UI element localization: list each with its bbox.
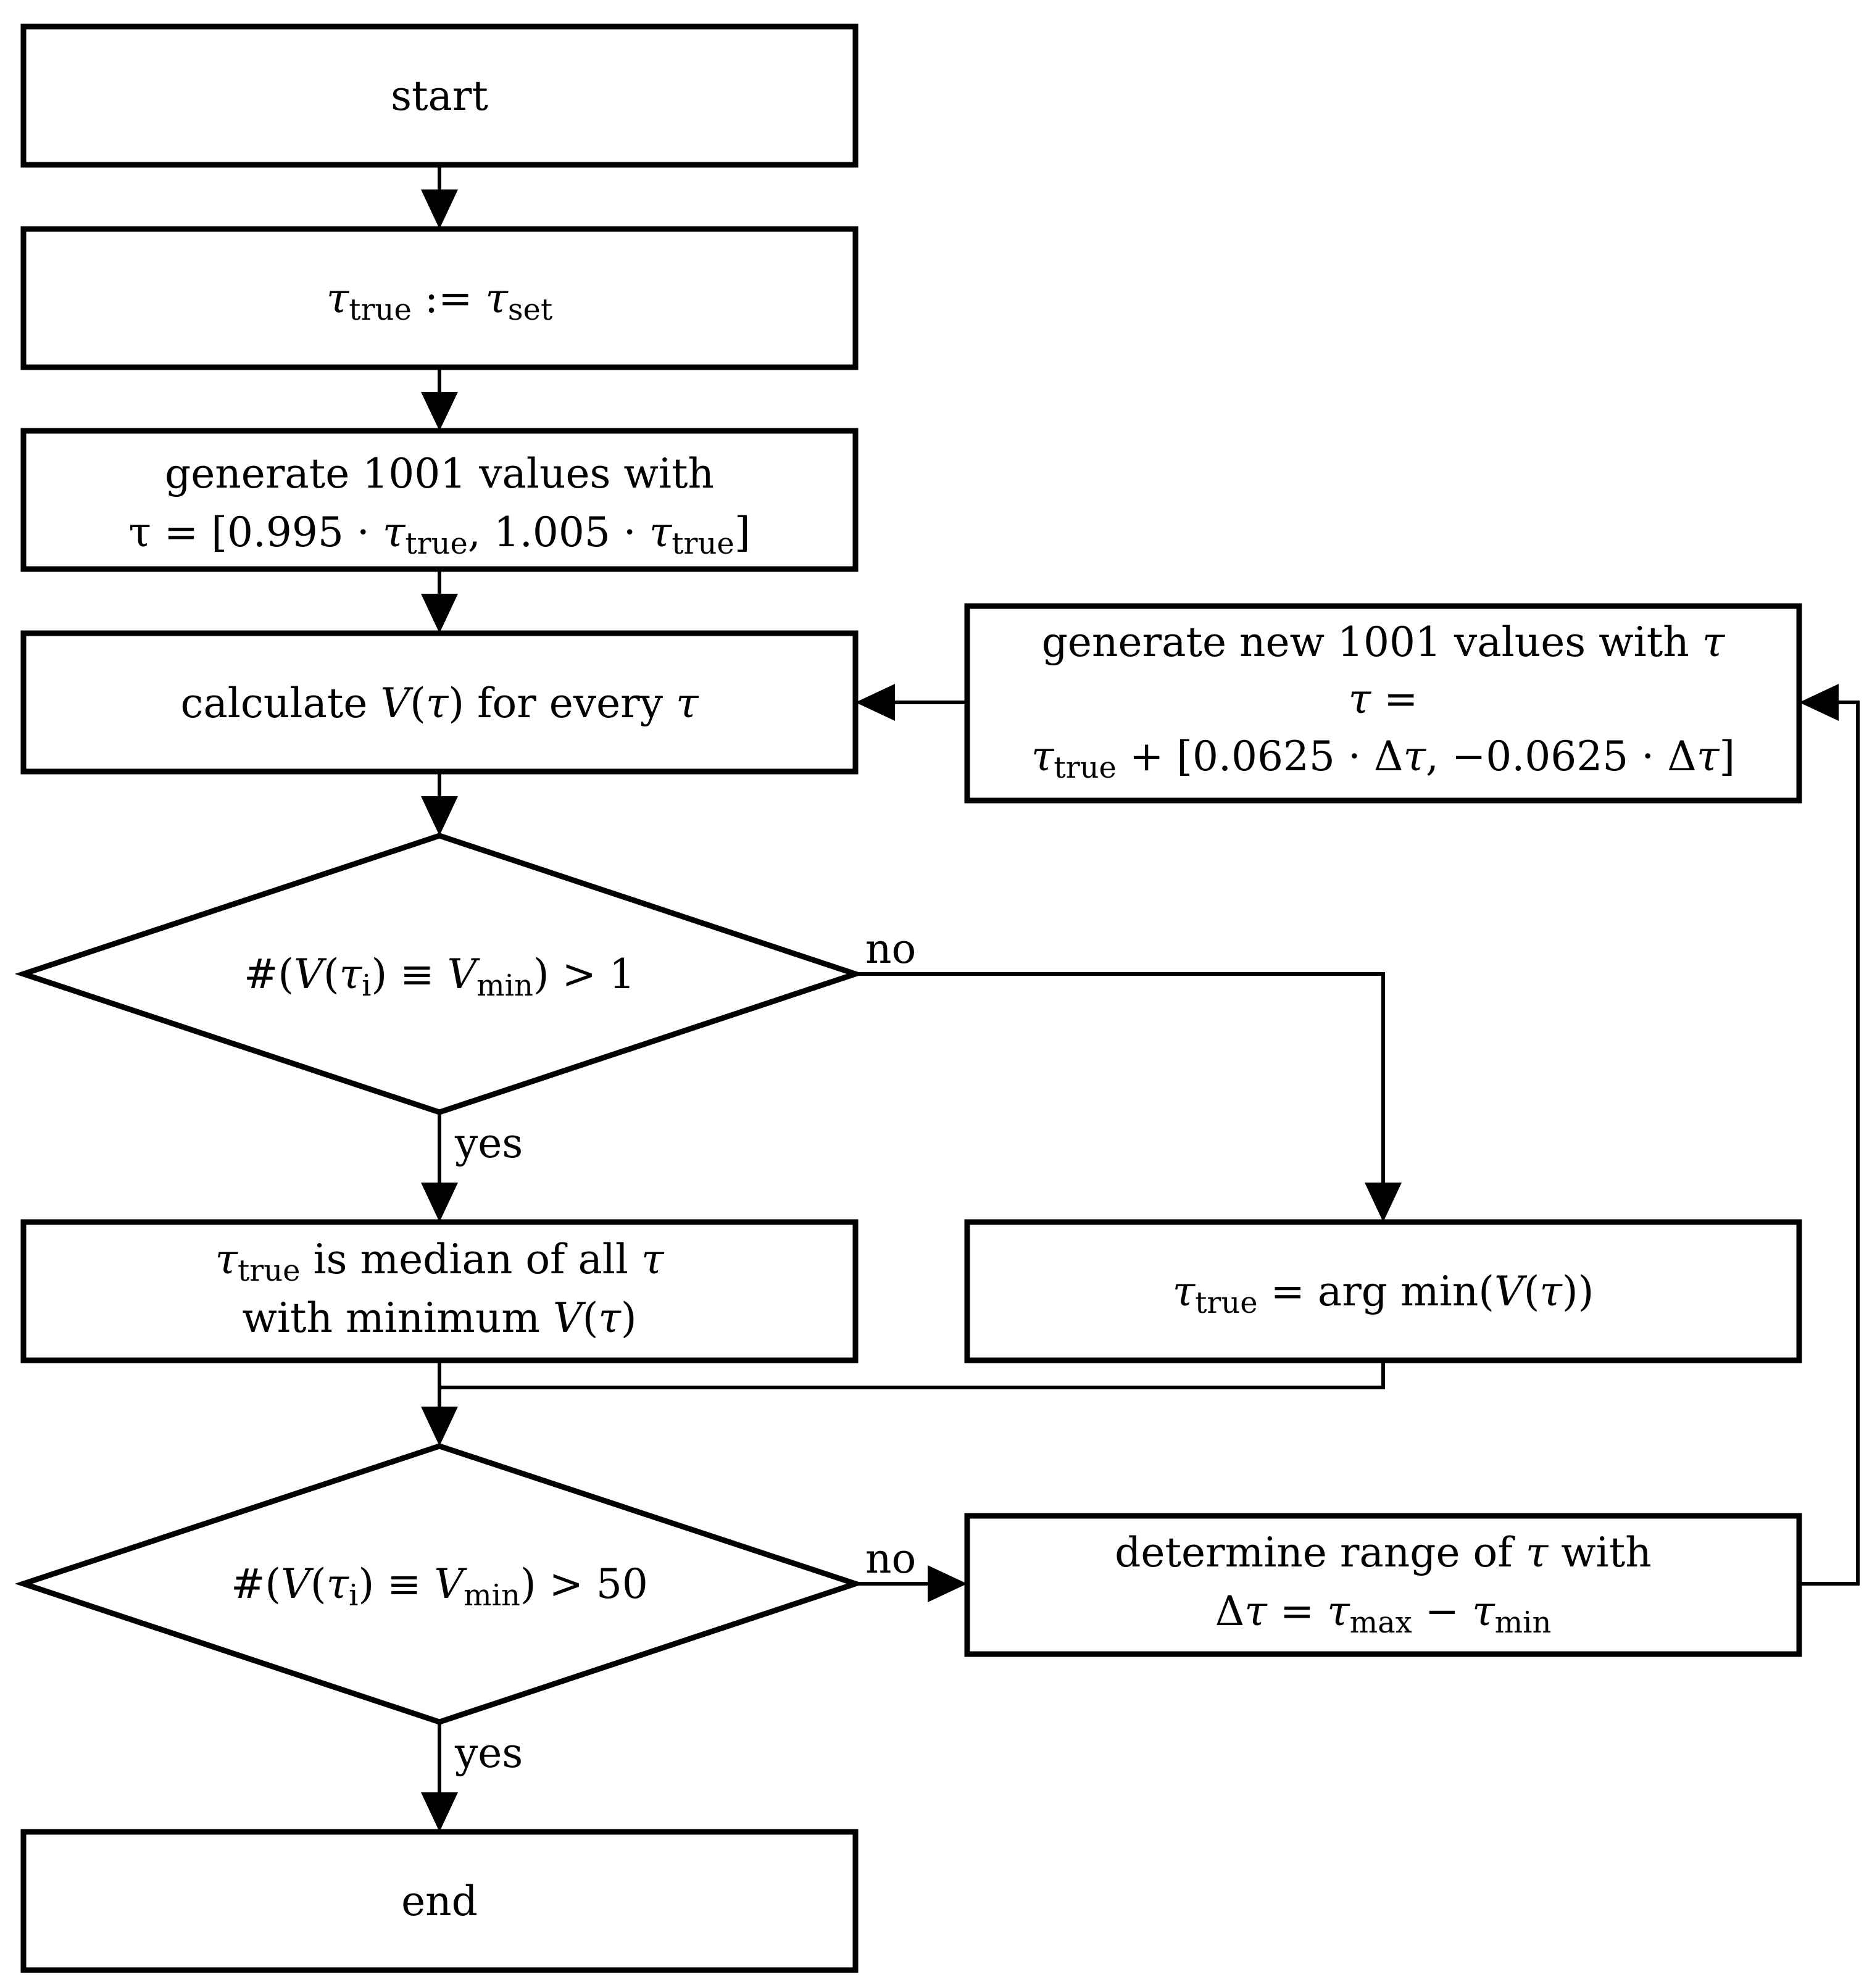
newvalues-label-line3: τtrue + [0.0625 · Δτ, −0.0625 · Δτ] [1031,733,1735,785]
argmin-box [964,1219,1802,1363]
arrow-decision1-yes-to-median [421,1112,458,1222]
end-label: end [401,1878,478,1925]
newvalues-box [964,603,1802,804]
end-box [20,1829,859,1973]
arrow-generate-to-calculate [421,569,458,633]
start-label: start [391,72,488,120]
range-label-line2: Δτ = τmax − τmin [1215,1587,1552,1640]
median-label-line2: with minimum V(τ) [242,1294,636,1342]
start-box [20,23,859,168]
calculate-label: calculate V(τ) for every τ [180,680,699,727]
generate-label-line1: generate 1001 values with [165,450,714,497]
init-box [20,226,859,370]
arrow-newvalues-to-calculate [855,684,967,721]
decision1-no-label: no [865,925,916,973]
init-label: τtrue := τset [327,275,552,327]
decision2-label: #(V(τi) ≡ Vmin) > 50 [231,1560,648,1613]
newvalues-label-line1: generate new 1001 values with τ [1042,618,1726,666]
decision1-label: #(V(τi) ≡ Vmin) > 1 [244,950,635,1003]
arrow-median-to-decision2 [421,1360,458,1446]
newvalues-label-line2: τ = [1349,675,1418,723]
arrow-init-to-generate [421,367,458,431]
median-label-line1: τtrue is median of all τ [215,1236,665,1288]
arrow-range-to-newvalues [1799,684,1860,1586]
decision2-yes-label: yes [454,1729,523,1777]
generate-label-line2: τ = [0.995 · τtrue, 1.005 · τtrue] [128,509,750,561]
argmin-label: τtrue = arg min(V(τ)) [1173,1268,1594,1320]
arrow-start-to-init [421,165,458,229]
arrow-calculate-to-decision1 [421,771,458,836]
range-box [964,1513,1802,1657]
median-box [20,1219,859,1363]
decision1-yes-label: yes [454,1120,523,1167]
arrow-decision1-no-to-argmin [855,972,1402,1222]
arrow-decision2-yes-to-end [421,1722,458,1832]
arrow-decision2-no-to-range [855,1565,967,1602]
decision2-no-label: no [865,1535,916,1582]
range-label-line1: determine range of τ with [1115,1529,1652,1576]
line-argmin-to-merge [439,1360,1385,1389]
